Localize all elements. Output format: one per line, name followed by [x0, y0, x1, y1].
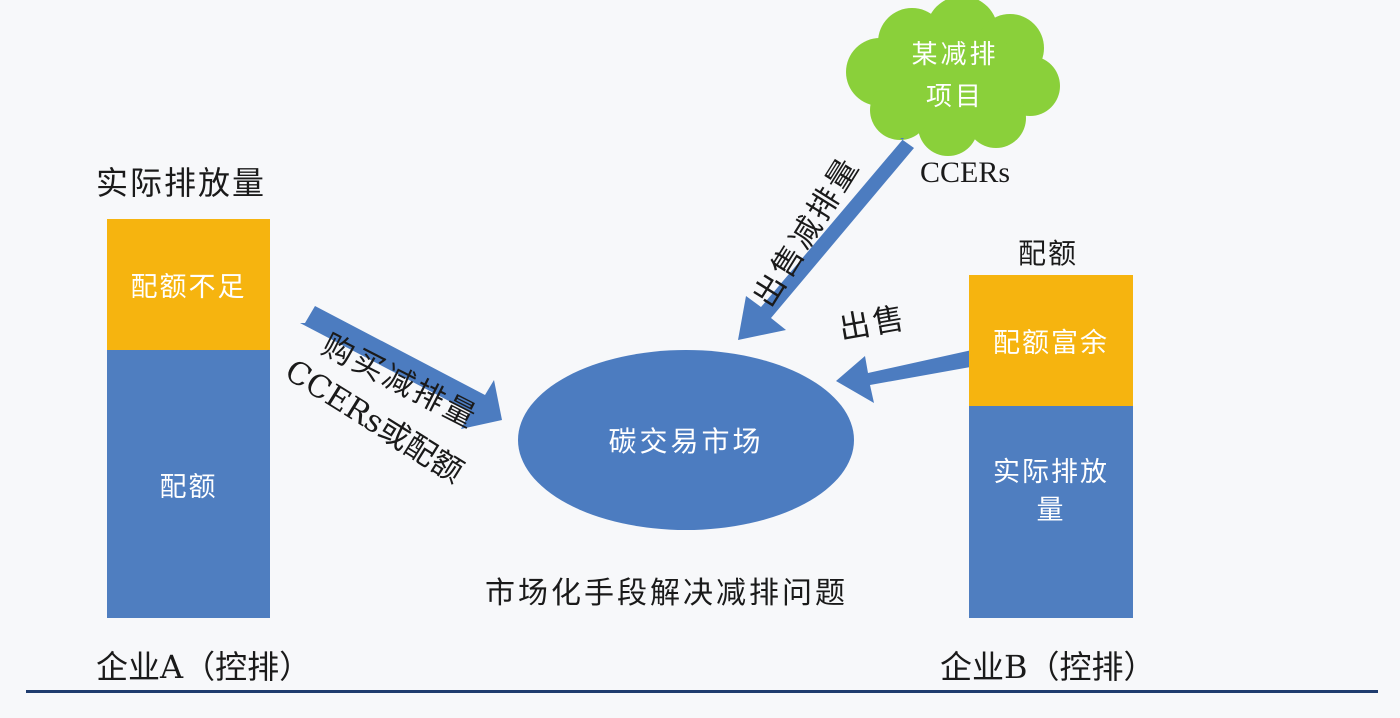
company-a-quota-label: 配额	[159, 471, 218, 503]
company-a-bar: 配额不足 配额	[107, 219, 270, 618]
company-b-footer: 企业B（控排）	[940, 648, 1156, 686]
company-a-quota-segment: 配额	[107, 350, 270, 618]
diagram-caption: 市场化手段解决减排问题	[485, 576, 848, 611]
sell-b-arrow	[836, 350, 976, 403]
company-a-header: 实际排放量	[96, 164, 267, 202]
company-b-surplus-label: 配额富余	[993, 328, 1109, 359]
sell-project-arrow	[738, 138, 914, 340]
company-a-shortfall-label: 配额不足	[130, 272, 247, 303]
project-product-label: CCERs	[920, 156, 1011, 189]
company-b-header: 配额	[1018, 237, 1079, 270]
project-cloud	[846, 0, 1060, 156]
company-a-footer: 企业A（控排）	[96, 648, 312, 686]
market-ellipse	[518, 350, 854, 530]
company-b-emission-segment: 实际排放 量	[969, 406, 1133, 618]
bottom-rule	[26, 690, 1378, 693]
company-a-shortfall-segment: 配额不足	[107, 219, 270, 350]
buy-arrow	[300, 306, 502, 429]
market-label: 碳交易市场	[608, 425, 764, 458]
company-b-emission-label: 实际排放 量	[993, 457, 1109, 526]
company-b-bar: 配额富余 实际排放 量	[969, 275, 1133, 618]
company-b-surplus-segment: 配额富余	[969, 275, 1133, 406]
project-label: 某减排 项目	[911, 40, 999, 112]
